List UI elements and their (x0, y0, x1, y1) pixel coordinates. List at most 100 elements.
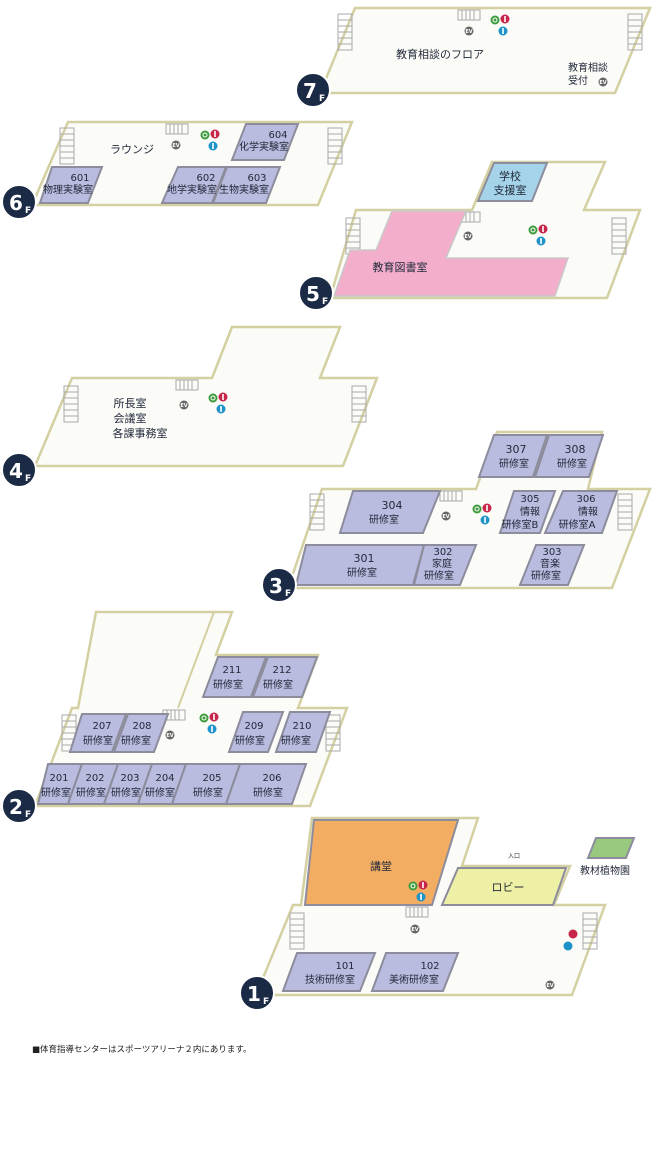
svg-text:306: 306 (576, 494, 595, 505)
lecture-hall[interactable]: 講堂 (303, 819, 460, 906)
svg-text:音楽: 音楽 (540, 557, 560, 570)
svg-text:202: 202 (85, 773, 104, 784)
lobby[interactable]: ロビー (440, 867, 568, 906)
elevator-icon: EV (171, 140, 181, 150)
garden-label: 教材植物園 (580, 864, 630, 877)
svg-text:研修室: 研修室 (235, 734, 265, 747)
svg-text:7: 7 (303, 79, 317, 103)
svg-text:601: 601 (70, 173, 89, 184)
svg-text:研修室: 研修室 (145, 786, 175, 799)
svg-text:6: 6 (9, 191, 23, 215)
room-208[interactable]: 208 研修室 (112, 713, 170, 753)
svg-text:604: 604 (268, 130, 287, 141)
svg-text:F: F (263, 997, 269, 1007)
svg-text:研修室: 研修室 (347, 566, 377, 579)
svg-text:304: 304 (382, 499, 403, 512)
svg-text:研修室: 研修室 (499, 457, 529, 470)
elevator-icon: EV (463, 231, 473, 241)
svg-text:302: 302 (433, 547, 452, 558)
svg-text:F: F (25, 810, 31, 820)
svg-text:研修室: 研修室 (193, 786, 223, 799)
svg-text:205: 205 (202, 773, 221, 784)
floor-7-outline (318, 6, 652, 95)
svg-text:206: 206 (262, 773, 281, 784)
room-label: 各課事務室 (113, 426, 168, 440)
svg-text:1: 1 (247, 982, 261, 1006)
svg-text:602: 602 (196, 173, 215, 184)
svg-text:207: 207 (92, 721, 111, 732)
svg-text:生物実験室: 生物実験室 (219, 183, 269, 196)
svg-text:201: 201 (49, 773, 68, 784)
room-library[interactable] (332, 210, 570, 297)
svg-text:支援室: 支援室 (494, 183, 527, 197)
svg-text:美術研修室: 美術研修室 (389, 973, 439, 986)
svg-text:204: 204 (155, 773, 174, 784)
elevator-icon: EV (464, 26, 474, 36)
svg-text:EV: EV (172, 143, 179, 149)
room-206[interactable]: 206 研修室 (224, 763, 308, 805)
room-label: 教育相談 (568, 61, 608, 74)
svg-text:EV: EV (546, 983, 553, 989)
svg-text:EV: EV (166, 733, 173, 739)
garden[interactable] (586, 837, 636, 859)
entrance-label: 入口 (508, 853, 520, 860)
svg-text:308: 308 (565, 443, 586, 456)
svg-text:物理実験室: 物理実験室 (43, 183, 93, 196)
elevator-icon: EV (410, 924, 420, 934)
svg-text:化学実験室: 化学実験室 (239, 140, 289, 153)
svg-text:208: 208 (132, 721, 151, 732)
svg-text:EV: EV (464, 234, 471, 240)
svg-text:研修室: 研修室 (41, 786, 71, 799)
svg-text:研修室: 研修室 (111, 786, 141, 799)
restroom-icon (563, 929, 578, 951)
elevator-icon: EV (441, 511, 451, 521)
svg-text:F: F (322, 297, 328, 307)
footnote: ■体育指導センターはスポーツアリーナ２内にあります。 (32, 1045, 252, 1055)
svg-text:研修室: 研修室 (121, 734, 151, 747)
svg-text:研修室: 研修室 (253, 786, 283, 799)
svg-text:研修室: 研修室 (424, 569, 454, 582)
svg-text:303: 303 (542, 547, 561, 558)
svg-text:情報: 情報 (520, 505, 540, 518)
room-205[interactable]: 205 研修室 (170, 763, 242, 805)
svg-text:102: 102 (420, 961, 439, 972)
svg-text:情報: 情報 (578, 505, 598, 518)
svg-text:212: 212 (272, 665, 291, 676)
svg-text:講堂: 講堂 (370, 859, 392, 873)
room-204[interactable]: 204 研修室 (136, 763, 188, 805)
room-label: 会議室 (114, 411, 147, 425)
